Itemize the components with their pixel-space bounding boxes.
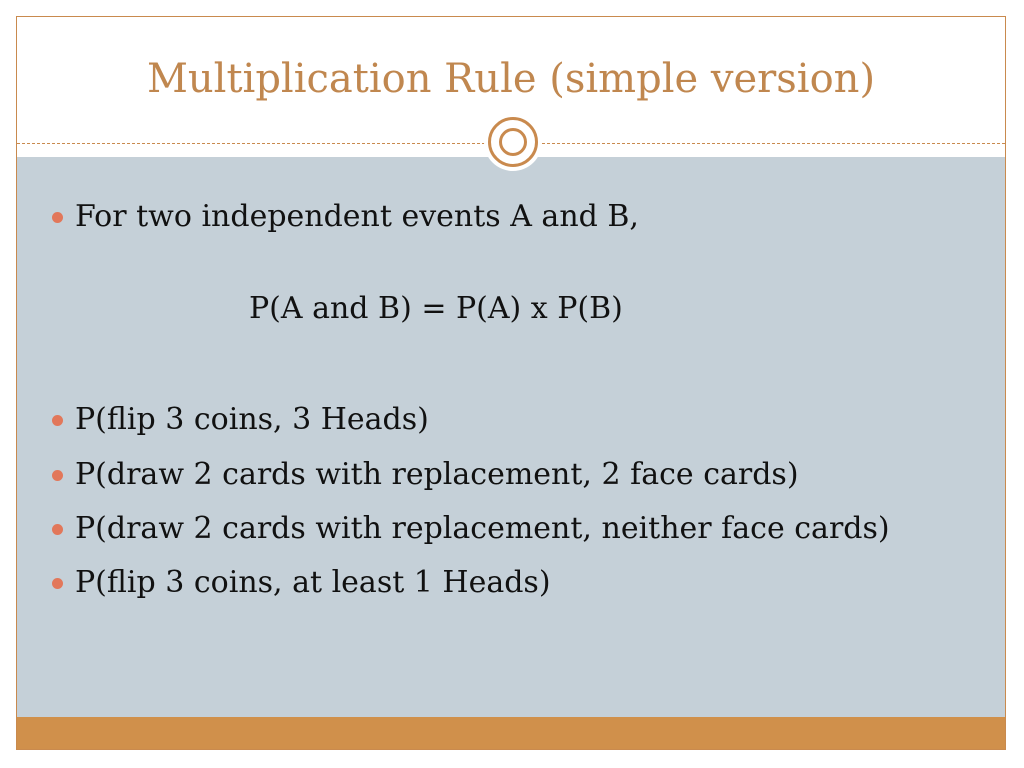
slide: Multiplication Rule (simple version) For… xyxy=(16,16,1006,750)
intro-text: For two independent events A and B, xyxy=(75,199,639,234)
bullet-dot-icon xyxy=(52,212,63,223)
content-area: For two independent events A and B, P(A … xyxy=(17,157,1005,717)
bullet-dot-icon xyxy=(52,470,63,481)
ring-inner xyxy=(499,128,527,156)
bullet-item: P(draw 2 cards with replacement, neither… xyxy=(75,511,890,546)
bullet-item: P(draw 2 cards with replacement, 2 face … xyxy=(75,457,799,492)
bullet-dot-icon xyxy=(52,578,63,589)
bullet-dot-icon xyxy=(52,524,63,535)
bullet-item: P(flip 3 coins, at least 1 Heads) xyxy=(75,565,551,600)
footer-bar xyxy=(17,717,1005,749)
ring-outer xyxy=(488,117,538,167)
bullet-item: P(flip 3 coins, 3 Heads) xyxy=(75,402,429,437)
formula-text: P(A and B) = P(A) x P(B) xyxy=(249,291,623,326)
bullet-dot-icon xyxy=(52,415,63,426)
ring-ornament-icon xyxy=(484,113,542,171)
slide-title: Multiplication Rule (simple version) xyxy=(146,56,876,102)
